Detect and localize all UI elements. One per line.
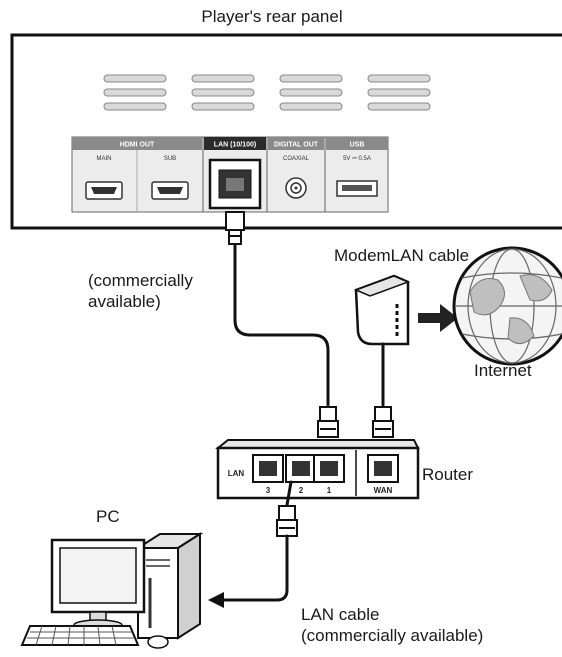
digital-out-label: DIGITAL OUT — [274, 142, 319, 149]
usb-header — [326, 137, 388, 150]
pc-icon — [20, 532, 204, 649]
router-wan-port — [367, 454, 399, 483]
pc-label: PC — [96, 507, 120, 526]
hdmi-main-label: MAIN — [97, 156, 112, 162]
lan-cable-note: (commercially available) — [301, 626, 483, 645]
cable-plug-wan — [372, 406, 394, 438]
rear-panel-title: Player's rear panel — [201, 7, 342, 26]
cable-plug-router-1 — [317, 406, 339, 438]
vent-grille — [103, 74, 431, 111]
router: LAN 3 2 1 WAN — [215, 439, 420, 500]
lan-port-label: LAN (10/100) — [214, 142, 256, 149]
arrow-to-pc-icon — [208, 592, 224, 608]
coaxial-label: COAXIAL — [283, 156, 310, 162]
internet-label: Internet — [474, 361, 532, 380]
hdmi-out-label: HDMI OUT — [120, 142, 155, 149]
modem — [353, 274, 411, 346]
commercially-available-label-line1: (commercially — [88, 271, 193, 290]
lan-cable-router-to-pc — [208, 480, 298, 608]
router-wan-label: WAN — [374, 486, 393, 495]
router-lan-port-1 — [313, 454, 345, 483]
arrow-to-internet-icon — [418, 304, 458, 332]
lan-header — [204, 137, 266, 150]
usb-label: USB — [350, 142, 365, 149]
modem-cable-to-wan — [372, 342, 394, 438]
commercially-available-label-line2: available) — [88, 292, 161, 311]
lan-cable-label: LAN cable — [301, 605, 379, 624]
lan-cable-player-to-router — [225, 211, 339, 438]
hdmi-main-port — [85, 181, 123, 200]
router-label: Router — [422, 465, 473, 484]
router-port-3-number: 3 — [266, 486, 271, 495]
usb-port — [336, 180, 378, 197]
router-lan-port-3 — [252, 454, 284, 483]
hdmi-out-header — [72, 137, 202, 150]
player-rear-panel: HDMI OUT LAN (10/100) DIGITAL OUT USB MA… — [10, 33, 562, 230]
player-lan-port — [208, 158, 262, 210]
modem-lan-cable-label: ModemLAN cable — [334, 246, 469, 265]
router-lan-port-2 — [285, 454, 317, 483]
hdmi-sub-label: SUB — [164, 156, 176, 162]
hdmi-sub-port — [151, 181, 189, 200]
cable-plug-top — [225, 211, 245, 245]
usb-rating-label: 5V ⎓ 0.5A — [343, 156, 371, 162]
globe-icon — [452, 246, 562, 366]
router-port-1-number: 1 — [327, 486, 332, 495]
router-port-2-number: 2 — [299, 486, 304, 495]
cable-plug-pc-side — [276, 505, 298, 537]
router-lan-label: LAN — [228, 469, 245, 478]
coaxial-jack — [285, 177, 307, 199]
digital-out-header — [268, 137, 324, 150]
